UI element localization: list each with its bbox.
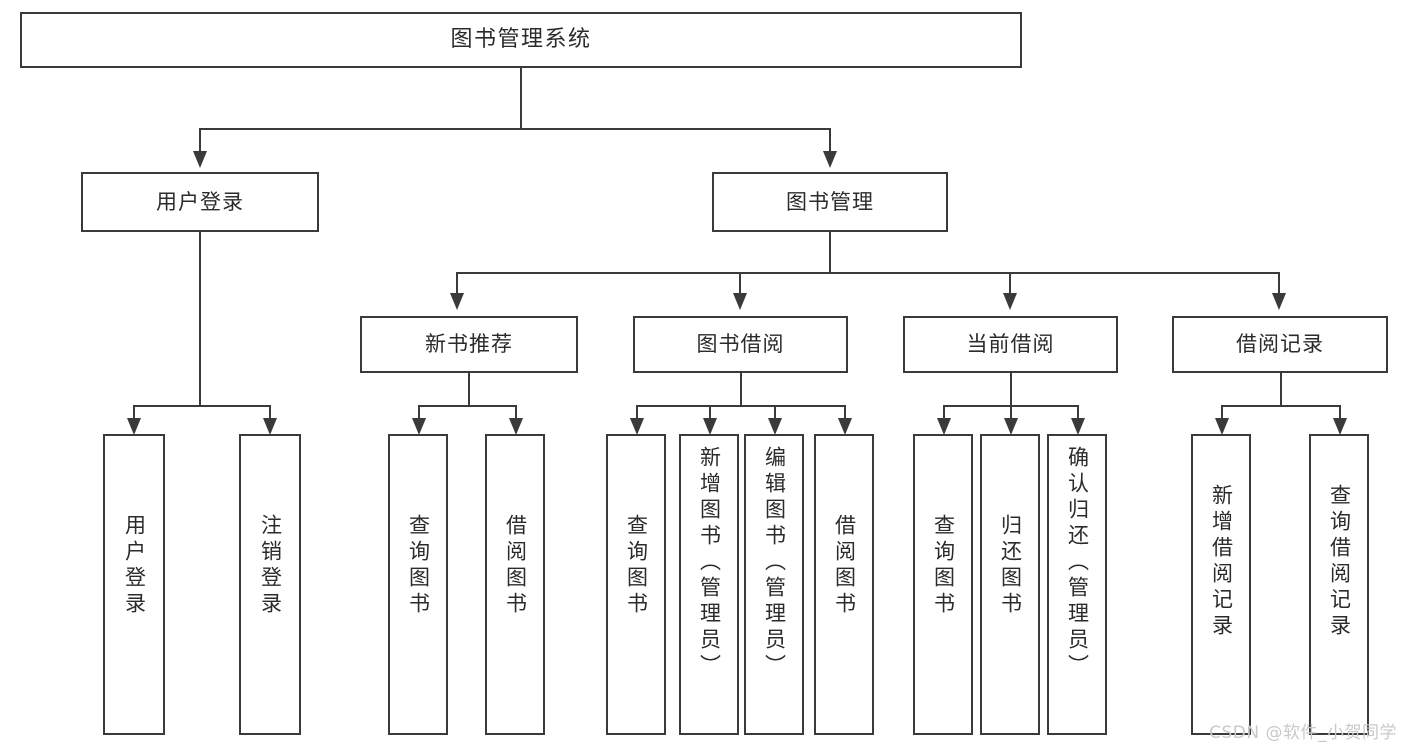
arrow-to-leaf-confirm-return — [1071, 418, 1085, 435]
node-label: 查询借阅记录 — [1327, 484, 1352, 640]
connector-user-login-drop-2 — [269, 405, 271, 419]
connector-new-book-drop-2 — [515, 405, 517, 419]
leaf-borrow-book-borrow[interactable]: 借阅图书 — [814, 434, 874, 735]
connector-user-login-bar — [133, 405, 269, 407]
connector-book-borrow-bar — [636, 405, 844, 407]
connector-current-borrow-drop-2 — [1010, 405, 1012, 419]
connector-level1-drop-left — [199, 128, 201, 152]
node-label: 编辑图书（管理员） — [762, 446, 787, 680]
arrow-to-leaf-query-book-2 — [630, 418, 644, 435]
connector-current-borrow-stem — [1010, 373, 1012, 405]
leaf-user-login[interactable]: 用户登录 — [103, 434, 165, 735]
node-label: 当前借阅 — [966, 332, 1055, 357]
connector-borrow-record-drop-2 — [1339, 405, 1341, 419]
arrow-to-leaf-add-record — [1215, 418, 1229, 435]
arrow-to-leaf-query-book-3 — [937, 418, 951, 435]
connector-book-borrow-drop-4 — [844, 405, 846, 419]
leaf-borrow-book-new[interactable]: 借阅图书 — [485, 434, 545, 735]
node-label: 查询图书 — [406, 514, 431, 618]
leaf-query-book-new[interactable]: 查询图书 — [388, 434, 448, 735]
leaf-add-borrow-record[interactable]: 新增借阅记录 — [1191, 434, 1251, 735]
node-label: 图书管理 — [786, 189, 874, 214]
arrow-to-user-login — [193, 151, 207, 168]
node-label: 用户登录 — [156, 189, 244, 214]
arrow-to-leaf-query-record — [1333, 418, 1347, 435]
leaf-logout[interactable]: 注销登录 — [239, 434, 301, 735]
connector-book-borrow-stem — [740, 373, 742, 405]
arrow-to-leaf-edit-book — [768, 418, 782, 435]
connector-current-borrow-drop-3 — [1077, 405, 1079, 419]
leaf-return-book[interactable]: 归还图书 — [980, 434, 1040, 735]
node-book-borrow[interactable]: 图书借阅 — [633, 316, 848, 373]
connector-current-borrow-drop-1 — [943, 405, 945, 419]
connector-new-book-drop-1 — [418, 405, 420, 419]
node-label: 查询图书 — [931, 514, 956, 618]
node-label: 查询图书 — [624, 514, 649, 618]
connector-level2-drop-2 — [739, 272, 741, 294]
arrow-to-new-book-recommend — [450, 293, 464, 310]
node-label: 借阅图书 — [503, 514, 528, 618]
node-root-book-management-system[interactable]: 图书管理系统 — [20, 12, 1022, 68]
node-label: 借阅记录 — [1236, 332, 1324, 357]
connector-user-login-stem — [199, 232, 201, 405]
arrow-to-leaf-borrow-book-2 — [838, 418, 852, 435]
node-label: 归还图书 — [998, 514, 1023, 618]
node-label: 注销登录 — [258, 514, 283, 618]
leaf-query-borrow-record[interactable]: 查询借阅记录 — [1309, 434, 1369, 735]
leaf-confirm-return-admin[interactable]: 确认归还（管理员） — [1047, 434, 1107, 735]
arrow-to-current-borrow — [1003, 293, 1017, 310]
node-user-login[interactable]: 用户登录 — [81, 172, 319, 232]
connector-book-borrow-drop-3 — [774, 405, 776, 419]
node-borrow-record[interactable]: 借阅记录 — [1172, 316, 1388, 373]
arrow-to-borrow-record — [1272, 293, 1286, 310]
leaf-add-book-admin[interactable]: 新增图书（管理员） — [679, 434, 739, 735]
node-label: 确认归还（管理员） — [1065, 446, 1090, 680]
node-label: 借阅图书 — [832, 514, 857, 618]
connector-level2-drop-4 — [1278, 272, 1280, 294]
arrow-to-leaf-query-book-1 — [412, 418, 426, 435]
connector-book-borrow-drop-1 — [636, 405, 638, 419]
connector-level2-drop-3 — [1009, 272, 1011, 294]
connector-borrow-record-stem — [1280, 373, 1282, 405]
connector-level1-bar — [199, 128, 830, 130]
connector-borrow-record-bar — [1221, 405, 1339, 407]
arrow-to-leaf-user-login — [127, 418, 141, 435]
connector-new-book-stem — [468, 373, 470, 405]
arrow-to-book-borrow — [733, 293, 747, 310]
node-label: 新书推荐 — [425, 332, 513, 357]
arrow-to-book-management — [823, 151, 837, 168]
connector-new-book-bar — [418, 405, 515, 407]
node-label: 新增图书（管理员） — [697, 446, 722, 680]
leaf-edit-book-admin[interactable]: 编辑图书（管理员） — [744, 434, 804, 735]
connector-book-borrow-drop-2 — [709, 405, 711, 419]
arrow-to-leaf-return-book — [1004, 418, 1018, 435]
connector-user-login-drop-1 — [133, 405, 135, 419]
connector-level2-drop-1 — [456, 272, 458, 294]
node-label: 用户登录 — [122, 514, 147, 618]
leaf-query-book-current[interactable]: 查询图书 — [913, 434, 973, 735]
node-new-book-recommend[interactable]: 新书推荐 — [360, 316, 578, 373]
connector-root-stem — [520, 68, 522, 128]
connector-borrow-record-drop-1 — [1221, 405, 1223, 419]
arrow-to-leaf-add-book — [703, 418, 717, 435]
connector-level2-bar — [456, 272, 1279, 274]
node-book-management[interactable]: 图书管理 — [712, 172, 948, 232]
node-label: 图书管理系统 — [450, 27, 592, 53]
arrow-to-leaf-logout — [263, 418, 277, 435]
connector-book-management-stem — [829, 232, 831, 272]
node-label: 新增借阅记录 — [1209, 484, 1234, 640]
arrow-to-leaf-borrow-book-1 — [509, 418, 523, 435]
watermark-text: CSDN @软件_小贺同学 — [1209, 723, 1397, 743]
leaf-query-book-borrow[interactable]: 查询图书 — [606, 434, 666, 735]
node-current-borrow[interactable]: 当前借阅 — [903, 316, 1118, 373]
connector-level1-drop-right — [829, 128, 831, 152]
node-label: 图书借阅 — [696, 332, 785, 357]
